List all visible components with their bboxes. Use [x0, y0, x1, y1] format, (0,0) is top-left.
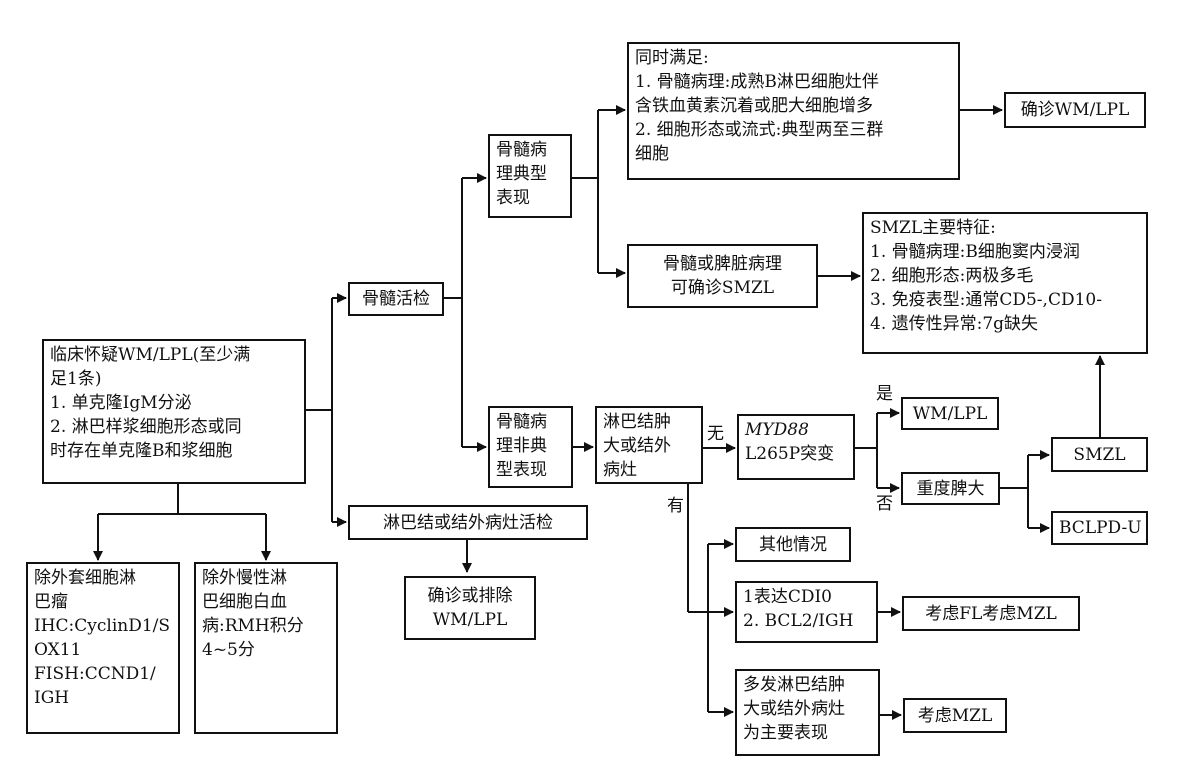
text-line: WM/LPL: [912, 403, 988, 424]
node-severe-splenomegaly: 重度脾大: [901, 472, 1000, 505]
text-line: SMZL主要特征:: [870, 218, 996, 238]
text-line: 骨髓病: [496, 412, 547, 432]
text-line: FISH:CCND1/: [34, 664, 156, 684]
text-line: 病灶: [603, 460, 637, 480]
text-line: 时存在单克隆B和浆细胞: [50, 441, 233, 461]
text-line: 除外套细胞淋: [34, 568, 136, 588]
text-line: 3. 免疫表型:通常CD5-,CD10-: [870, 290, 1102, 310]
node-wm-lpl: WM/LPL: [901, 397, 999, 430]
node-consider-mzl: 考虑MZL: [903, 698, 1007, 733]
node-both-criteria: 同时满足: 1. 骨髓病理:成熟B淋巴细胞灶伴 含铁血黄素沉着或肥大细胞增多 2…: [627, 42, 960, 180]
text-line: 淋巴结肿: [603, 412, 671, 432]
text-line: 病:RMH积分: [202, 616, 304, 636]
node-marrow-typical: 骨髓病 理典型 表现: [488, 134, 572, 218]
node-cd10-bcl2: 1表达CDI0 2. BCL2/IGH: [735, 581, 878, 643]
text-line: L265P突变: [745, 444, 835, 464]
node-marrow-biopsy: 骨髓活检: [348, 282, 444, 316]
text-line: 表现: [496, 188, 530, 208]
text-line: 大或结外: [603, 436, 671, 456]
edge-label-yes: 是: [876, 384, 893, 404]
node-exclude-mcl: 除外套细胞淋 巴瘤 IHC:CyclinD1/S OX11 FISH:CCND1…: [26, 562, 180, 734]
text-line: 1. 骨髓病理:B细胞窦内浸润: [870, 242, 1080, 262]
text-line: 大或结外病灶: [743, 699, 845, 719]
text-line: 2. 细胞形态:两极多毛: [870, 266, 1034, 286]
node-marrow-or-spleen: 骨髓或脾脏病理 可确诊SMZL: [627, 244, 818, 308]
node-lymph-biopsy: 淋巴结或结外病灶活检: [348, 505, 588, 540]
node-other-cases: 其他情况: [735, 527, 851, 562]
text-line: 2. 淋巴样浆细胞形态或同: [50, 417, 242, 437]
text-line: 同时满足:: [635, 48, 709, 68]
edge-label-no: 否: [876, 494, 893, 514]
text-line: 骨髓或脾脏病理: [663, 254, 782, 274]
text-line: 骨髓病: [496, 140, 547, 160]
text-line: 1. 骨髓病理:成熟B淋巴细胞灶伴: [635, 72, 879, 92]
text-line: 可确诊SMZL: [670, 278, 775, 298]
text-line: 考虑FL考虑MZL: [925, 603, 1057, 624]
node-myd88-mutation: MYD88 L265P突变: [737, 414, 855, 480]
text-line: 细胞: [635, 144, 669, 164]
text-line: OX11: [34, 640, 82, 660]
text-line: IHC:CyclinD1/S: [34, 616, 171, 636]
text-line: 巴细胞白血: [202, 592, 287, 612]
node-smzl-features: SMZL主要特征: 1. 骨髓病理:B细胞窦内浸润 2. 细胞形态:两极多毛 3…: [862, 212, 1148, 354]
text-line: 除外慢性淋: [202, 568, 287, 588]
text-line: 多发淋巴结肿: [743, 675, 845, 695]
text-line: 型表现: [496, 460, 547, 480]
text-line: 2. BCL2/IGH: [743, 611, 854, 631]
node-confirm-or-exclude: 确诊或排除 WM/LPL: [404, 576, 536, 640]
text-line: 含铁血黄素沉着或肥大细胞增多: [635, 96, 873, 116]
text-line: 重度脾大: [916, 478, 985, 499]
text-line: 确诊或排除: [427, 586, 513, 606]
text-line: 骨髓活检: [362, 289, 430, 309]
text-line: 足1条): [50, 369, 102, 389]
text-line: 考虑MZL: [917, 705, 993, 726]
text-line: 4. 遗传性异常:7g缺失: [870, 314, 1039, 334]
text-line: 1表达CDI0: [743, 587, 832, 607]
edge-label-have: 有: [667, 496, 684, 516]
text-line: 理非典: [496, 436, 547, 456]
text-line: BCLPD-U: [1059, 518, 1142, 538]
node-diagnose-wm-lpl: 确诊WM/LPL: [1004, 92, 1146, 128]
node-clinical-suspicion: 临床怀疑WM/LPL(至少满 足1条) 1. 单克隆IgM分泌 2. 淋巴样浆细…: [42, 339, 306, 484]
text-line: WM/LPL: [432, 610, 508, 630]
text-line: 临床怀疑WM/LPL(至少满: [50, 345, 251, 365]
node-marrow-atypical: 骨髓病 理非典 型表现: [488, 406, 573, 488]
node-consider-fl-mzl: 考虑FL考虑MZL: [902, 596, 1080, 631]
text-line: 确诊WM/LPL: [1020, 100, 1130, 120]
text-line: MYD88: [745, 420, 809, 440]
node-lymph-enlargement: 淋巴结肿 大或结外 病灶: [595, 406, 703, 484]
text-line: IGH: [34, 688, 70, 708]
node-exclude-cll: 除外慢性淋 巴细胞白血 病:RMH积分 4~5分: [194, 562, 338, 734]
text-line: 4~5分: [202, 640, 255, 660]
node-multiple-lymph: 多发淋巴结肿 大或结外病灶 为主要表现: [735, 669, 880, 756]
text-line: 理典型: [496, 164, 547, 184]
text-line: 2. 细胞形态或流式:典型两至三群: [635, 120, 884, 140]
text-line: 为主要表现: [743, 723, 828, 743]
node-bclpd-u: BCLPD-U: [1051, 511, 1148, 545]
text-line: 淋巴结或结外病灶活检: [383, 512, 553, 533]
text-line: 1. 单克隆IgM分泌: [50, 393, 192, 413]
text-line: 其他情况: [759, 534, 827, 555]
edge-label-none: 无: [707, 424, 724, 444]
text-line: SMZL: [1073, 444, 1126, 465]
node-smzl: SMZL: [1051, 437, 1148, 472]
text-line: 巴瘤: [34, 592, 68, 612]
